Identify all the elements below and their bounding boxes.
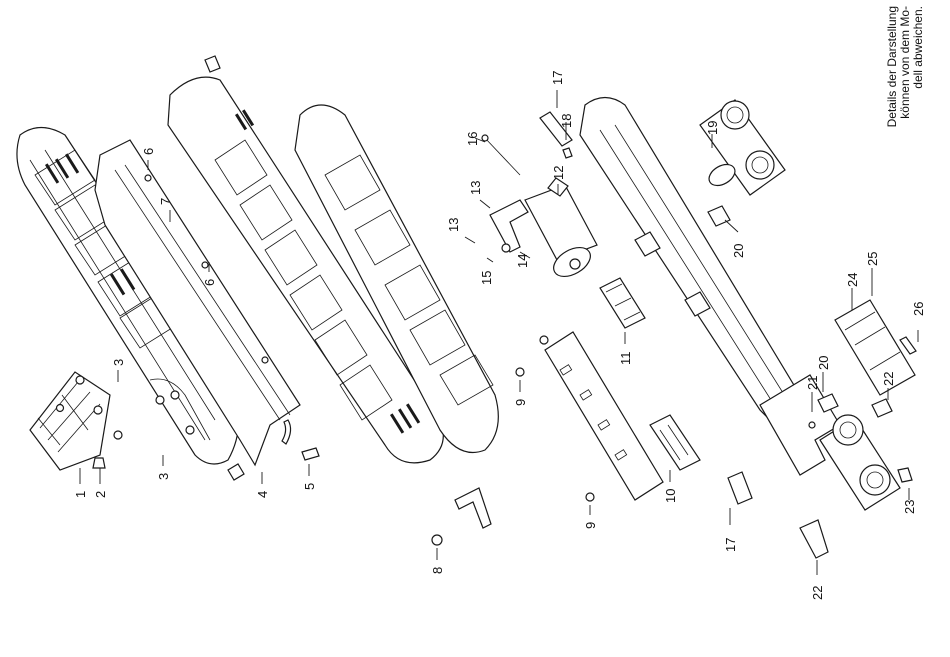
callout-25: 25 bbox=[865, 252, 880, 266]
callout-9-upper: 9 bbox=[513, 399, 528, 406]
callout-12: 12 bbox=[551, 166, 566, 180]
callout-5: 5 bbox=[302, 483, 317, 490]
callout-16: 16 bbox=[465, 132, 480, 146]
part-clip bbox=[282, 420, 319, 460]
callout-11: 11 bbox=[618, 352, 633, 366]
callout-21: 21 bbox=[805, 376, 820, 390]
callout-18: 18 bbox=[559, 114, 574, 128]
part-front-coupler-assembly bbox=[30, 372, 122, 470]
callout-13-lower: 13 bbox=[446, 218, 461, 232]
part-bogie-plate bbox=[835, 300, 916, 395]
callout-19: 19 bbox=[705, 121, 720, 135]
callout-10: 10 bbox=[663, 489, 678, 503]
callout-23: 23 bbox=[902, 500, 917, 514]
callout-15: 15 bbox=[479, 271, 494, 285]
callout-6-lower: 6 bbox=[202, 279, 217, 286]
callout-22-lower: 22 bbox=[810, 586, 825, 600]
disclaimer-note: Details der Darstellung können von dem M… bbox=[886, 6, 926, 182]
callout-22-upper: 22 bbox=[881, 372, 896, 386]
callout-17-upper: 17 bbox=[550, 71, 565, 85]
callout-20-lower: 20 bbox=[816, 356, 831, 370]
disclaimer-line-3: dell abweichen. bbox=[912, 6, 925, 182]
part-circuit-board bbox=[516, 332, 700, 501]
callout-20-upper: 20 bbox=[731, 244, 746, 258]
part-motor bbox=[482, 135, 597, 282]
callout-24: 24 bbox=[845, 273, 860, 287]
callout-26: 26 bbox=[911, 302, 926, 316]
callout-14: 14 bbox=[515, 254, 530, 268]
part-clamp-upper bbox=[708, 206, 730, 226]
callout-3-lower: 3 bbox=[156, 473, 171, 480]
callout-9-lower: 9 bbox=[583, 522, 598, 529]
part-rear-bogie bbox=[700, 100, 785, 195]
callout-6-upper: 6 bbox=[141, 148, 156, 155]
callout-8: 8 bbox=[430, 567, 445, 574]
callout-1: 1 bbox=[73, 491, 88, 498]
callout-3-upper: 3 bbox=[111, 359, 126, 366]
callout-4: 4 bbox=[255, 491, 270, 498]
callout-13-upper: 13 bbox=[468, 181, 483, 195]
disclaimer-text: Details der Darstellung können von dem M… bbox=[886, 6, 925, 182]
part-speaker bbox=[600, 278, 645, 328]
callout-2: 2 bbox=[93, 491, 108, 498]
callout-7: 7 bbox=[158, 198, 173, 205]
callout-17-lower: 17 bbox=[723, 538, 738, 552]
